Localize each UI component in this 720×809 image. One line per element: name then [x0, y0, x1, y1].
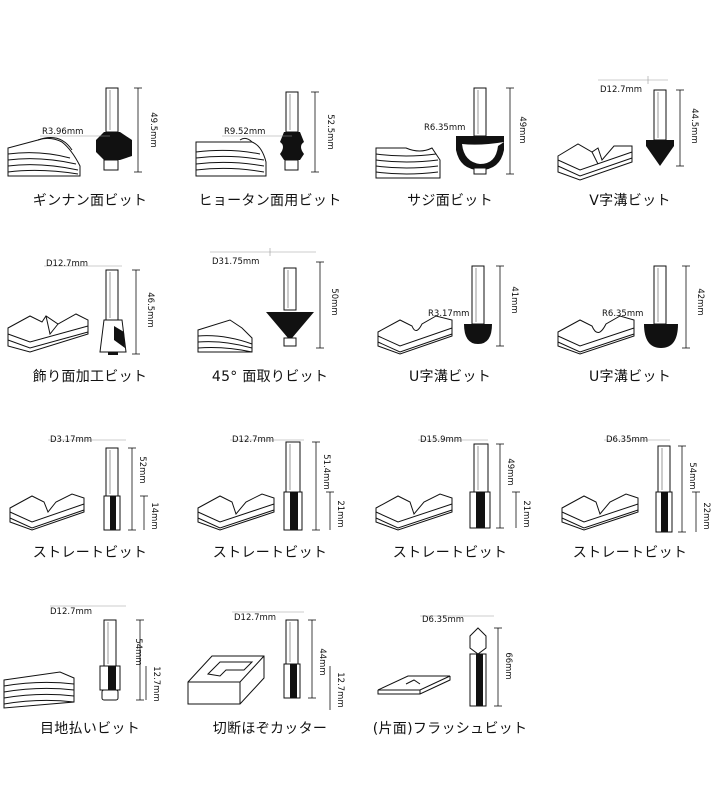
bit-name: 目地払いビット [39, 721, 141, 737]
bit-cell: R3.17mm 41mm U字溝ビット [360, 256, 540, 432]
length-dimension: 44.5mm [689, 108, 699, 144]
v-groove-bit-diagram: D12.7mm 44.5mm [557, 76, 699, 181]
cove-bit-diagram: R6.35mm 49mm [375, 87, 527, 179]
ogee-bit-diagram: R3.96mm 49.5mm [7, 87, 158, 177]
bit-name: ヒョータン面用ビット [198, 193, 342, 209]
bit-name: U字溝ビット [588, 369, 672, 385]
length-dimension: 49mm [505, 458, 515, 485]
chamfer-bit-diagram: D31.75mm 50mm [197, 248, 339, 353]
bit-cell: D6.35mm 66mm (片面)フラッシュビット [360, 608, 540, 784]
length-dimension: 50mm [329, 288, 339, 315]
bit-cell: R6.35mm 42mm U字溝ビット [540, 256, 720, 432]
flush-trim-bit-diagram: D12.7mm 54mm 12.7mm [3, 605, 161, 709]
top-dimension: D12.7mm [46, 259, 88, 269]
top-dimension: D12.7mm [234, 613, 276, 623]
top-dimension: D12.7mm [232, 435, 274, 445]
length-dimension: 42mm [695, 288, 705, 315]
straight-bit-diagram: D6.35mm 54mm 22mm [561, 435, 711, 533]
length-dimension: 51.4mm [321, 454, 331, 490]
top-dimension: R6.35mm [602, 309, 643, 319]
decorative-bit-diagram: D12.7mm 46.5mm [7, 259, 155, 355]
u-groove-bit-diagram: R3.17mm 41mm [377, 265, 519, 355]
bit-cell: D12.7mm 44mm 12.7mm 切断ほぞカッター [180, 608, 360, 784]
bit-cell: D12.7mm 54mm 12.7mm 目地払いビット [0, 605, 180, 784]
top-dimension: D15.9mm [420, 435, 462, 445]
bit-cell: D15.9mm 49mm 21mm ストレートビット [360, 432, 540, 608]
length-dimension: 46.5mm [145, 292, 155, 328]
top-dimension: R9.52mm [224, 127, 265, 137]
top-dimension: D3.17mm [50, 435, 92, 445]
bit-cell: D6.35mm 54mm 22mm ストレートビット [540, 432, 720, 608]
cut-dimension: 22mm [701, 502, 711, 529]
mortise-cutter-diagram: D12.7mm 44mm 12.7mm [187, 611, 345, 710]
bit-name: 切断ほぞカッター [212, 721, 328, 737]
cut-dimension: 21mm [521, 500, 531, 527]
bit-name: サジ面ビット [407, 193, 493, 209]
bit-cell: D31.75mm 50mm 45° 面取りビット [180, 248, 360, 432]
length-dimension: 52mm [137, 456, 147, 483]
top-dimension: D12.7mm [50, 607, 92, 617]
bit-name: ストレートビット [392, 545, 508, 561]
u-groove-bit-diagram: R6.35mm 42mm [557, 265, 705, 355]
bit-name: ストレートビット [212, 545, 328, 561]
top-dimension: R6.35mm [424, 123, 465, 133]
bit-name: 45° 面取りビット [211, 369, 329, 385]
length-dimension: 49mm [517, 116, 527, 143]
top-dimension: R3.17mm [428, 309, 469, 319]
bit-cell: D12.7mm 44.5mm V字溝ビット [540, 76, 720, 256]
bit-name: 飾り面加工ビット [32, 369, 148, 385]
top-dimension: R3.96mm [42, 127, 83, 137]
cut-dimension: 14mm [149, 502, 159, 529]
bit-name: ストレートビット [32, 545, 148, 561]
bit-cell: D3.17mm 52mm 14mm ストレートビット [0, 432, 180, 608]
bit-cell: D12.7mm 51.4mm 21mm ストレートビット [180, 432, 360, 608]
bit-cell: R3.96mm 49.5mm ギンナン面ビット [0, 80, 180, 256]
length-dimension: 54mm [687, 462, 697, 489]
length-dimension: 44mm [317, 648, 327, 675]
top-dimension: D12.7mm [600, 85, 642, 95]
length-dimension: 41mm [509, 286, 519, 313]
cut-dimension: 12.7mm [335, 672, 345, 708]
top-dimension: D31.75mm [212, 257, 259, 267]
bit-name: (片面)フラッシュビット [372, 721, 528, 737]
bit-name: ストレートビット [572, 545, 688, 561]
bit-cell: D12.7mm 46.5mm 飾り面加工ビット [0, 256, 180, 432]
length-dimension: 52.5mm [325, 114, 335, 150]
bit-name: ギンナン面ビット [32, 193, 148, 209]
straight-bit-diagram: D3.17mm 52mm 14mm [9, 435, 159, 531]
top-dimension: D6.35mm [422, 615, 464, 625]
cut-dimension: 12.7mm [151, 666, 161, 702]
straight-bit-diagram: D12.7mm 51.4mm 21mm [197, 435, 345, 531]
bit-name: V字溝ビット [589, 193, 671, 209]
length-dimension: 54mm [133, 638, 143, 665]
bit-name: U字溝ビット [408, 369, 492, 385]
straight-bit-diagram: D15.9mm 49mm 21mm [375, 435, 531, 531]
bit-cell: R9.52mm 52.5mm ヒョータン面用ビット [180, 80, 360, 256]
length-dimension: 66mm [503, 652, 513, 679]
bit-cell: R6.35mm 49mm サジ面ビット [360, 80, 540, 256]
flush-bit-diagram: D6.35mm 66mm [377, 615, 513, 707]
length-dimension: 49.5mm [148, 112, 158, 148]
top-dimension: D6.35mm [606, 435, 648, 445]
cove-bead-bit-diagram: R9.52mm 52.5mm [195, 91, 335, 177]
cut-dimension: 21mm [335, 500, 345, 527]
